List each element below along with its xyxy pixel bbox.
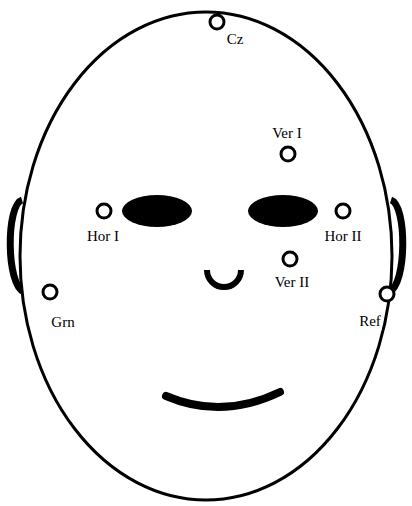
electrode-label: Cz xyxy=(226,31,245,48)
electrode-label: Hor I xyxy=(86,228,120,245)
electrode-label: Ver II xyxy=(274,274,311,291)
right-eye xyxy=(248,195,318,227)
left-eye xyxy=(122,195,192,227)
face-outline xyxy=(20,12,392,500)
mouth xyxy=(166,392,280,407)
electrode xyxy=(281,147,295,161)
electrode xyxy=(97,204,111,218)
electrode xyxy=(283,252,297,266)
electrode xyxy=(336,204,350,218)
electrode-label: Grn xyxy=(50,314,75,331)
electrode xyxy=(210,15,224,29)
electrode xyxy=(43,285,57,299)
electrode xyxy=(380,287,394,301)
electrode-label: Ver I xyxy=(271,125,303,142)
electrode-label: Hor II xyxy=(323,228,362,245)
nose xyxy=(207,270,241,287)
electrode-label: Ref xyxy=(358,313,382,330)
